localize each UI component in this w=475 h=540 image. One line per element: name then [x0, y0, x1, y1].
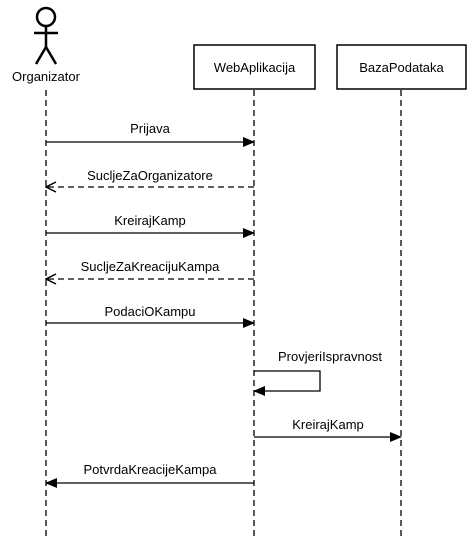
webapp-participant-label: WebAplikacija [214, 60, 296, 75]
message-provjeri-ispravnost-arrow [253, 370, 321, 396]
db-participant-label: BazaPodataka [359, 60, 444, 75]
message-kreirajkamp-db-label: KreirajKamp [292, 417, 364, 432]
db-participant-box [336, 44, 467, 90]
message-prijava-label: Prijava [130, 121, 171, 136]
message-podaciokampu-label: PodaciOKampu [104, 304, 195, 319]
webapp-participant-box [193, 44, 316, 90]
actor-label: Organizator [12, 69, 81, 84]
message-provjeri-ispravnost-label: ProvjeriIspravnost [278, 349, 382, 364]
message-sucelje-organizatori-label: SucljeZaOrganizatore [87, 168, 213, 183]
message-potvrda-label: PotvrdaKreacijeKampa [84, 462, 218, 477]
message-kreirajkamp-label: KreirajKamp [114, 213, 186, 228]
stick-figure-actor-icon [34, 6, 58, 65]
message-sucelje-kreacija-label: SucljeZaKreacijuKampa [81, 259, 221, 274]
